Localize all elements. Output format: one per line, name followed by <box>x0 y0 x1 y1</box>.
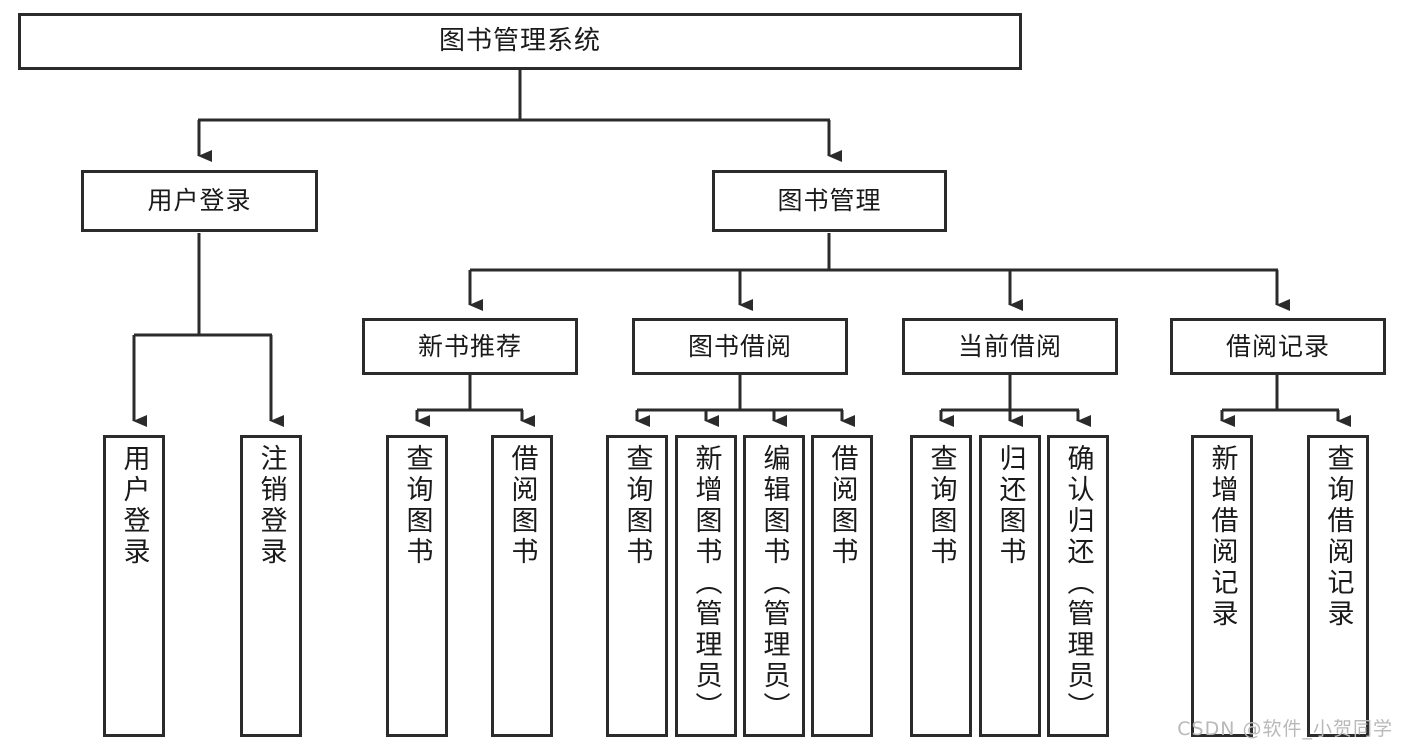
node-label: 查询借阅记录 <box>1322 444 1354 630</box>
leaf-book-borrow-borrow[interactable]: 借阅图书 <box>811 435 873 737</box>
node-label: 查询图书 <box>925 444 957 568</box>
node-label: 用户登录 <box>147 186 252 215</box>
leaf-user-login-signout[interactable]: 注销登录 <box>240 435 302 737</box>
node-label: 新书推荐 <box>417 331 522 361</box>
node-borrow-record[interactable]: 借阅记录 <box>1170 318 1386 375</box>
leaf-new-book-borrow[interactable]: 借阅图书 <box>491 435 553 737</box>
node-label: 查询图书 <box>401 444 433 568</box>
node-label: 查询图书 <box>621 444 653 568</box>
node-label: 借阅图书 <box>506 444 538 568</box>
node-label: 注销登录 <box>255 444 287 568</box>
leaf-book-borrow-query[interactable]: 查询图书 <box>606 435 668 737</box>
node-user-login[interactable]: 用户登录 <box>81 170 318 232</box>
node-root-system[interactable]: 图书管理系统 <box>18 13 1022 70</box>
node-label: 确认归还（管理员） <box>1062 444 1094 723</box>
node-label: 用户登录 <box>118 444 150 568</box>
node-label: 借阅记录 <box>1225 331 1330 361</box>
leaf-borrow-record-add[interactable]: 新增借阅记录 <box>1191 435 1253 737</box>
node-label: 当前借阅 <box>957 331 1062 361</box>
leaf-current-borrow-query[interactable]: 查询图书 <box>910 435 972 737</box>
node-label: 图书借阅 <box>687 331 792 361</box>
leaf-borrow-record-query[interactable]: 查询借阅记录 <box>1307 435 1369 737</box>
node-label: 新增借阅记录 <box>1206 444 1238 630</box>
node-label: 图书管理系统 <box>438 25 601 56</box>
leaf-new-book-query[interactable]: 查询图书 <box>386 435 448 737</box>
node-label: 编辑图书（管理员） <box>758 444 790 723</box>
leaf-user-login-signin[interactable]: 用户登录 <box>103 435 165 737</box>
node-label: 借阅图书 <box>826 444 858 568</box>
node-new-book-recommend[interactable]: 新书推荐 <box>362 318 578 375</box>
node-label: 图书管理 <box>777 186 882 215</box>
node-label: 新增图书（管理员） <box>690 444 722 723</box>
node-label: 归还图书 <box>994 444 1026 568</box>
node-current-borrow[interactable]: 当前借阅 <box>902 318 1118 375</box>
leaf-current-borrow-confirm-return[interactable]: 确认归还（管理员） <box>1047 435 1109 737</box>
leaf-book-borrow-add[interactable]: 新增图书（管理员） <box>675 435 737 737</box>
node-book-borrow[interactable]: 图书借阅 <box>632 318 848 375</box>
leaf-book-borrow-edit[interactable]: 编辑图书（管理员） <box>743 435 805 737</box>
node-book-management[interactable]: 图书管理 <box>712 170 947 232</box>
leaf-current-borrow-return[interactable]: 归还图书 <box>979 435 1041 737</box>
